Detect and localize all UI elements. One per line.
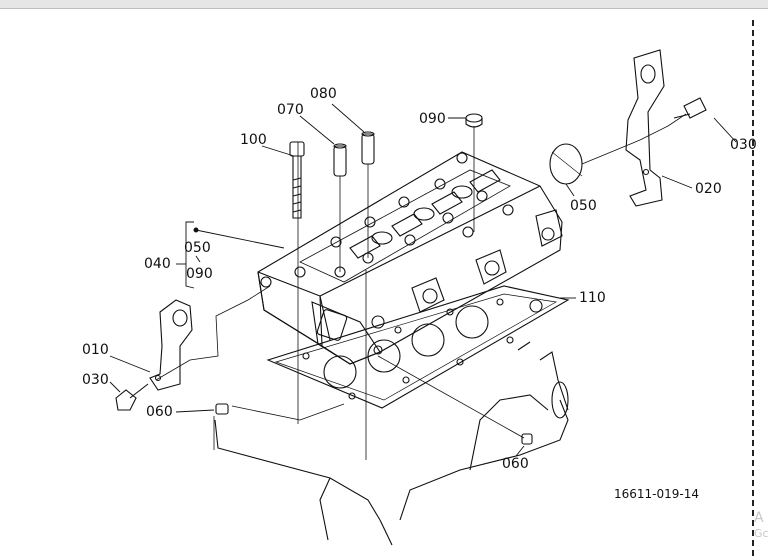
plug-060 — [215, 403, 533, 445]
label-090-group: 090 — [186, 266, 213, 282]
bolt-030-rear — [673, 97, 707, 119]
assembly-lines — [155, 113, 687, 460]
head-gasket — [266, 285, 570, 409]
label-030-right: 030 — [730, 137, 757, 153]
engine-block — [214, 341, 569, 546]
valve-guide-070 — [333, 143, 347, 177]
cap-090 — [465, 113, 483, 128]
leader-lines — [109, 103, 737, 457]
label-100: 100 — [240, 132, 267, 148]
watermark-line-1: A — [754, 510, 764, 526]
label-010: 010 — [82, 342, 109, 358]
valve-guide-080 — [361, 131, 375, 165]
label-090-top: 090 — [419, 111, 446, 127]
top-bar — [0, 0, 768, 9]
label-060-left: 060 — [146, 404, 173, 420]
bolt-030-front — [115, 383, 149, 411]
group-bracket-040 — [176, 221, 201, 289]
label-070: 070 — [277, 102, 304, 118]
hanger-bracket-rear — [625, 49, 665, 207]
label-030-left: 030 — [82, 372, 109, 388]
plug-disc — [549, 143, 583, 185]
page-edge-dashed — [752, 20, 754, 556]
label-050: 050 — [570, 198, 597, 214]
watermark-text: A Gc — [754, 510, 768, 542]
watermark-line-2: Gc — [754, 527, 768, 540]
label-060-bottom: 060 — [502, 456, 529, 472]
label-040: 040 — [144, 256, 171, 272]
label-080: 080 — [310, 86, 337, 102]
label-110: 110 — [579, 290, 606, 306]
hanger-bracket-front — [149, 299, 193, 391]
figure-code: 16611-019-14 — [614, 487, 700, 501]
head-bolt — [289, 141, 305, 219]
cylinder-head-body — [257, 151, 563, 365]
label-050-group: 050 — [184, 240, 211, 256]
label-020: 020 — [695, 181, 722, 197]
